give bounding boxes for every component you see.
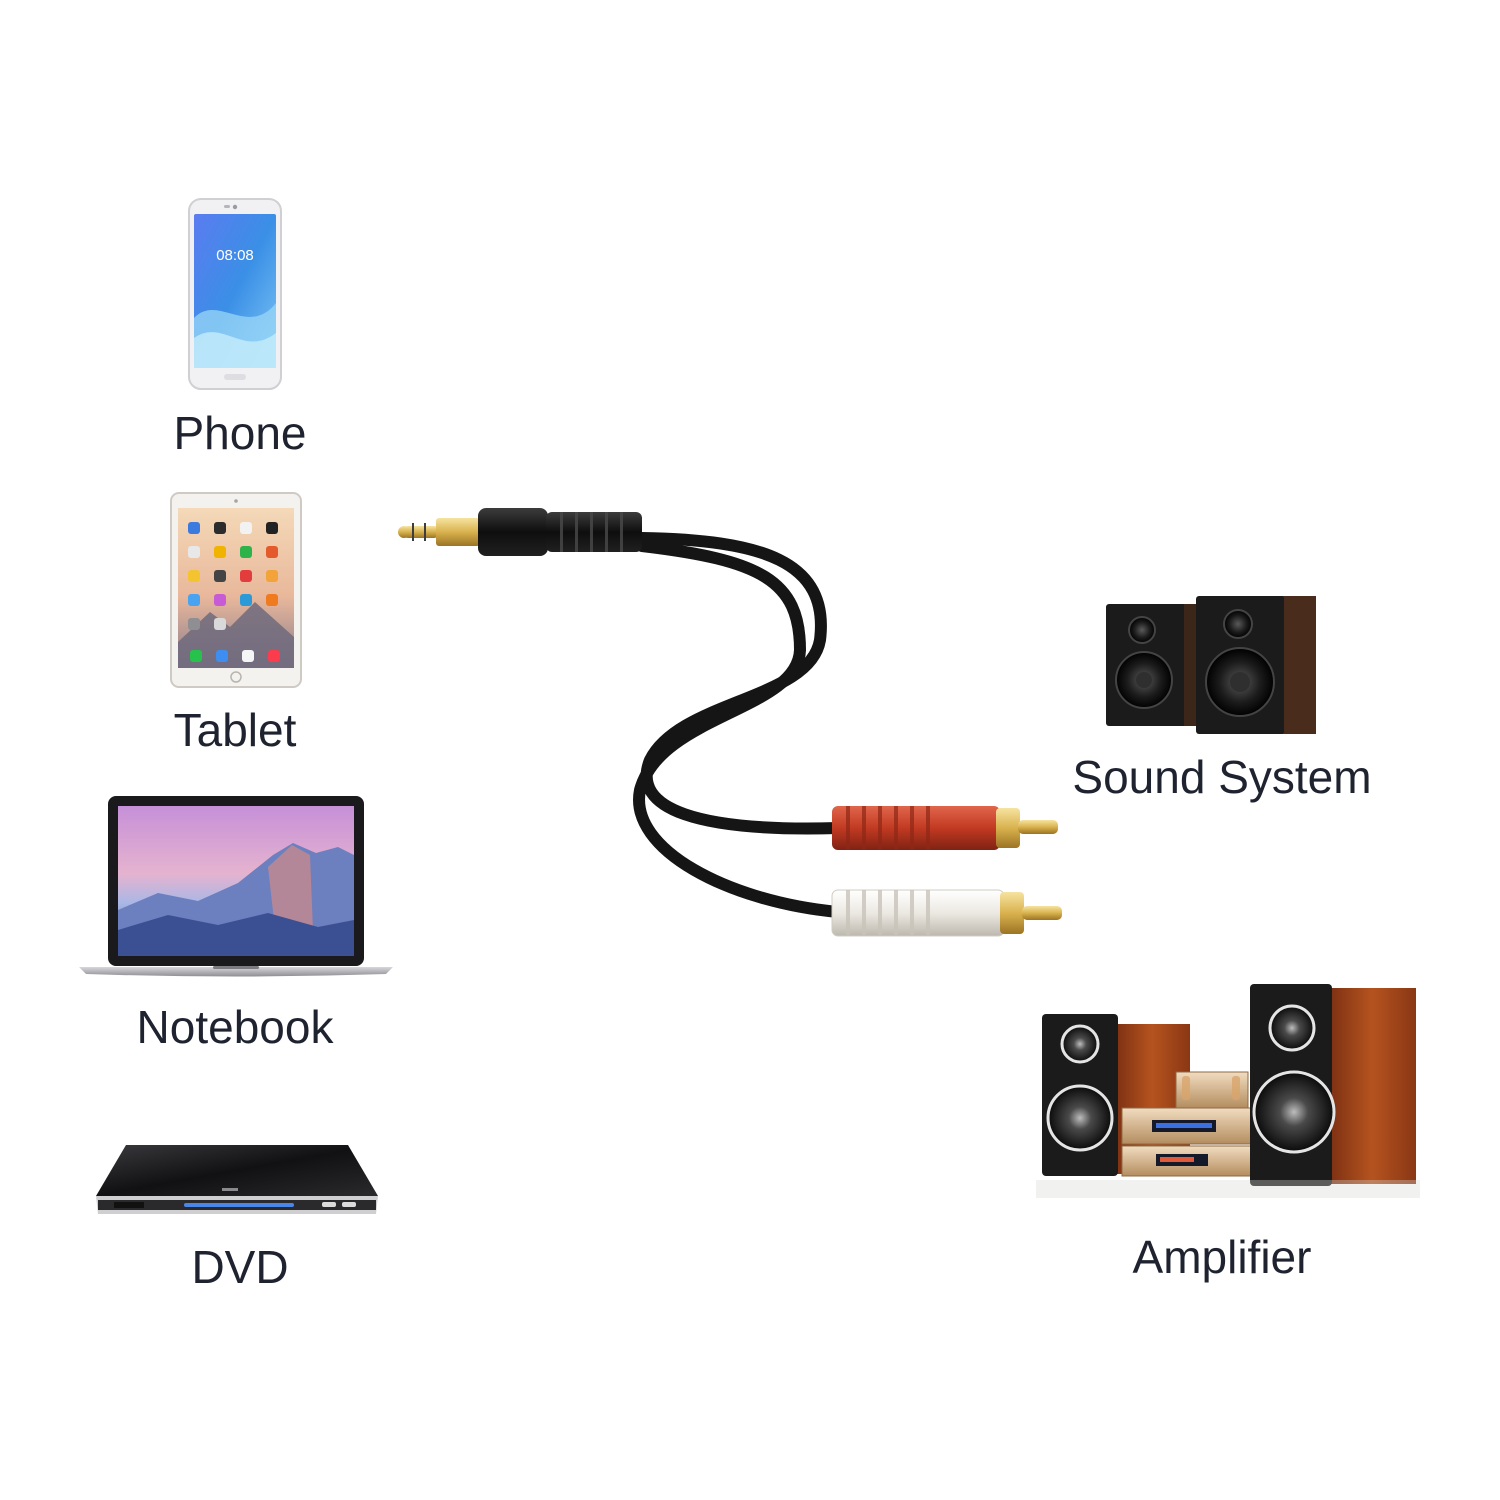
notebook-image	[78, 795, 394, 977]
phone-clock: 08:08	[216, 247, 254, 264]
notebook-label: Notebook	[136, 1001, 334, 1053]
dvd-player-image	[92, 1140, 382, 1220]
sound-system-label: Sound System	[1072, 751, 1372, 803]
cable-wire-branch	[633, 540, 844, 918]
amplifier-label: Amplifier	[1132, 1231, 1312, 1283]
phone-label: Phone	[173, 407, 307, 459]
tablet-label: Tablet	[173, 704, 297, 756]
rca-white-plug	[831, 889, 1062, 937]
dvd-label: DVD	[191, 1241, 289, 1293]
phone-image: 08:08	[188, 198, 282, 390]
tablet-image	[170, 492, 302, 688]
aux-3-5mm-plug	[398, 508, 642, 556]
cable-wire-main	[636, 532, 844, 835]
rca-red-plug	[832, 806, 1058, 850]
amplifier-image	[1036, 980, 1420, 1200]
sound-system-image	[1104, 592, 1318, 738]
